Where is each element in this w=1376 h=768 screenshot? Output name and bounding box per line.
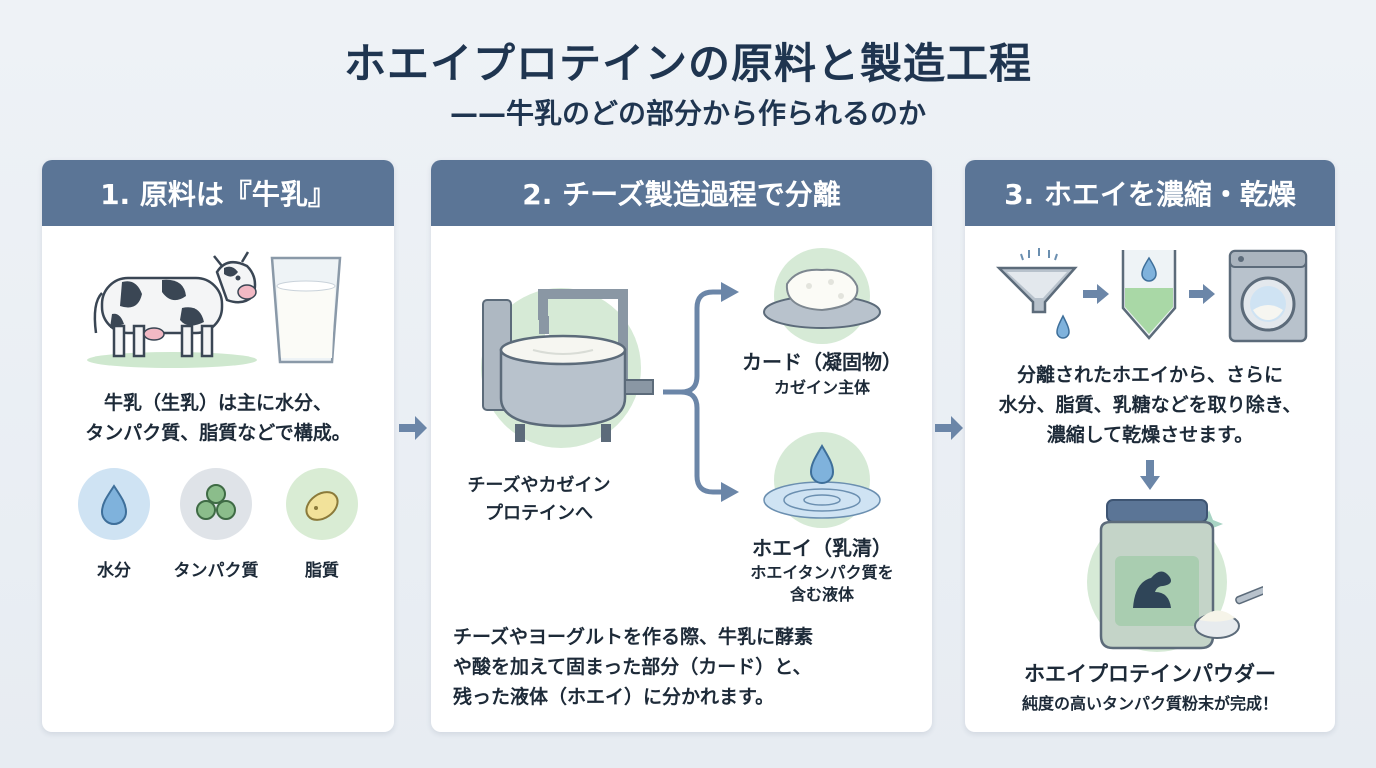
step-1-desc-line-1: 牛乳（生乳）は主に水分、 <box>103 392 332 414</box>
curd-title: カード（凝固物） <box>742 350 902 374</box>
step-3-desc-line-1: 分離されたホエイから、さらに <box>1016 364 1283 386</box>
curd-plate-icon <box>763 248 881 344</box>
arrow-right-icon <box>1189 284 1215 304</box>
whey-subtitle-line-2: 含む液体 <box>789 585 854 604</box>
step-1-heading: 1. 原料は『牛乳』 <box>42 160 394 226</box>
component-label-protein: タンパク質 <box>173 561 259 581</box>
vat-caption-line-1: チーズやカゼイン <box>467 475 611 496</box>
milk-glass-icon <box>270 256 342 364</box>
page-title: ホエイプロテインの原料と製造工程 <box>343 39 1032 88</box>
vat-caption-line-2: プロテインへ <box>485 503 593 524</box>
arrow-right-icon <box>399 416 427 440</box>
whey-liquid-icon <box>763 432 881 528</box>
fat-lemon-icon <box>305 491 339 521</box>
fat-circle <box>286 468 358 540</box>
step-2-desc-line-2: や酸を加えて固まった部分（カード）と、 <box>453 656 812 678</box>
step-3-desc-line-3: 濃縮して乾燥させます。 <box>1046 424 1254 446</box>
arrow-down-icon <box>1140 460 1160 490</box>
step-1-desc-line-2: タンパク質、脂質などで構成。 <box>85 422 351 444</box>
protein-cluster-icon <box>196 484 236 520</box>
step-1-panel: 1. 原料は『牛乳』 牛乳（生乳）は主に水分、 タンパク質、脂質などで構成。 <box>42 160 394 732</box>
water-circle <box>78 468 150 540</box>
cow-icon <box>87 251 257 368</box>
step-3-panel: 3. ホエイを濃縮・乾燥 分離されたホエイから、さらに 水分、脂質、乳糖などを取… <box>965 160 1335 732</box>
protein-circle <box>180 468 252 540</box>
component-label-water: 水分 <box>97 561 131 581</box>
dryer-machine-icon <box>1228 249 1308 343</box>
whey-subtitle-line-1: ホエイタンパク質を <box>750 563 894 582</box>
page-subtitle: ——牛乳のどの部分から作られるのか <box>449 97 926 130</box>
product-subtitle: 純度の高いタンパク質粉末が完成！ <box>1021 694 1278 713</box>
step-3-heading: 3. ホエイを濃縮・乾燥 <box>965 160 1335 226</box>
step-2-panel: 2. チーズ製造過程で分離 チーズやカゼイン プロテインへ カード（凝固物） カ… <box>431 160 932 732</box>
arrow-right-icon <box>935 416 963 440</box>
step-2-heading: 2. チーズ製造過程で分離 <box>431 160 932 226</box>
filter-funnel-icon <box>995 248 1078 339</box>
arrow-right-icon <box>1083 284 1109 304</box>
step-2-desc-line-3: 残った液体（ホエイ）に分かれます。 <box>453 686 775 708</box>
product-title: ホエイプロテインパウダー <box>1024 662 1276 686</box>
whey-title: ホエイ（乳清） <box>752 536 892 560</box>
protein-jar-icon <box>1087 499 1263 652</box>
split-arrow-icon <box>663 282 739 502</box>
curd-subtitle: カゼイン主体 <box>773 378 870 397</box>
step-3-desc-line-2: 水分、脂質、乳糖などを取り除き、 <box>998 394 1302 416</box>
water-drop-icon <box>100 484 128 525</box>
component-label-fat: 脂質 <box>305 561 339 581</box>
cheese-vat-icon <box>481 288 654 448</box>
step-2-desc-line-1: チーズやヨーグルトを作る際、牛乳に酵素 <box>453 626 814 648</box>
concentrator-vessel-icon <box>1121 250 1177 340</box>
